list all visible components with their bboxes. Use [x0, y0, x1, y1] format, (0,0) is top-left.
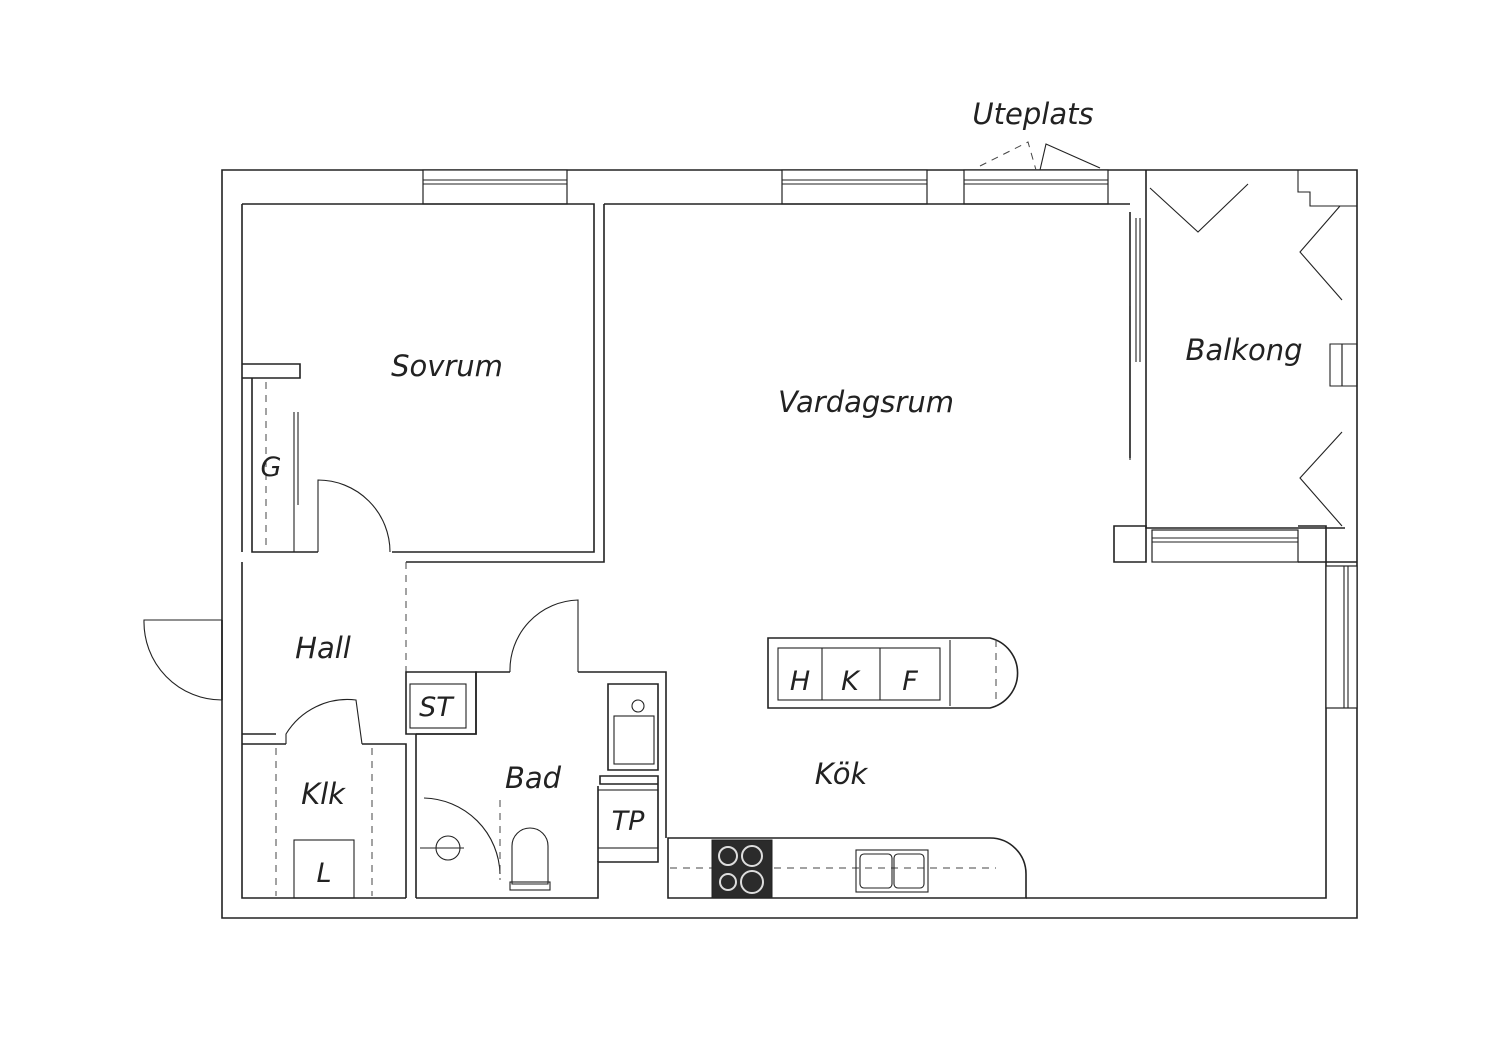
sovrum-door: [317, 479, 391, 553]
kitchen-sink: [855, 849, 929, 893]
entrance-door: [143, 619, 223, 701]
label-f: F: [902, 666, 918, 697]
room-labels: Uteplats Sovrum Vardagsrum Balkong Hall …: [295, 97, 1302, 811]
klk-door: [285, 698, 363, 745]
hall-walls: [143, 562, 407, 898]
label-sovrum: Sovrum: [391, 349, 503, 383]
window-uteplats: [963, 169, 1109, 205]
window-kok-right: [1325, 565, 1358, 709]
klk: [275, 748, 373, 899]
window-sovrum: [422, 169, 568, 205]
label-l: L: [316, 858, 331, 889]
label-k: K: [841, 666, 861, 697]
bad-door: [509, 599, 579, 673]
label-vardagsrum: Vardagsrum: [778, 385, 954, 419]
label-hall: Hall: [295, 631, 351, 665]
label-g: G: [261, 452, 282, 483]
patio-door-swing-dashed: [979, 141, 1037, 171]
label-klk: Klk: [301, 777, 346, 811]
label-uteplats: Uteplats: [972, 97, 1093, 131]
label-tp: TP: [612, 806, 645, 837]
label-balkong: Balkong: [1185, 333, 1302, 367]
stove: [711, 839, 773, 899]
balkong-folding-windows: [1149, 170, 1358, 527]
label-bad: Bad: [505, 761, 562, 795]
kitchen-counter: [667, 837, 1027, 899]
kitchen-island: [767, 637, 1019, 709]
top-windows: [422, 141, 1109, 205]
window-vardagsrum: [781, 169, 928, 205]
patio-door-leaf: [1039, 143, 1101, 171]
bad: [415, 599, 667, 899]
fixture-labels: G ST TP L H K F: [261, 452, 919, 889]
vardagsrum-balkong-wall: [1026, 170, 1358, 899]
label-h: H: [790, 666, 810, 697]
laundry-cabinet: [293, 839, 355, 899]
label-kok: Kök: [815, 757, 869, 791]
window-balkong-bottom: [1151, 529, 1299, 563]
sovrum-walls: [242, 203, 1130, 563]
label-st: ST: [419, 692, 455, 723]
